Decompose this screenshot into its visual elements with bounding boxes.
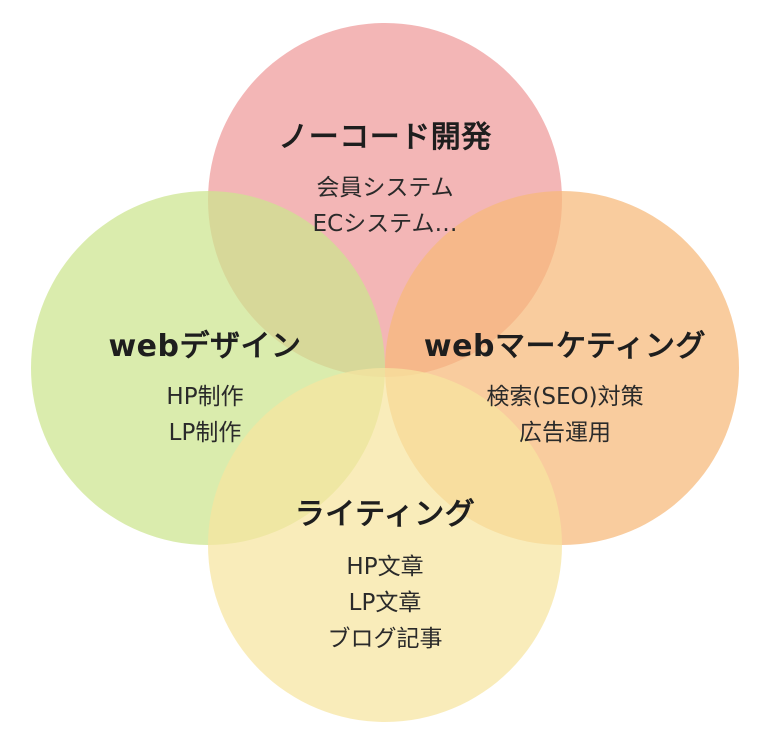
webmarketing-group: webマーケティング 検索(SEO)対策 広告運用 xyxy=(400,329,730,451)
webdesign-group: webデザイン HP制作 LP制作 xyxy=(55,329,355,451)
nocode-item: 会員システム xyxy=(316,175,454,201)
webmarketing-item: 検索(SEO)対策 xyxy=(486,384,644,410)
webmarketing-item: 広告運用 xyxy=(519,420,611,446)
circle-writing xyxy=(208,368,562,722)
nocode-group: ノーコード開発 会員システム ECシステム… xyxy=(235,120,535,242)
webdesign-item: LP制作 xyxy=(168,420,242,446)
writing-item: HP文章 xyxy=(346,554,424,580)
writing-group: ライティング HP文章 LP文章 ブログ記事 xyxy=(235,497,535,657)
writing-item: LP文章 xyxy=(348,590,422,616)
nocode-title: ノーコード開発 xyxy=(278,120,492,155)
webdesign-title: webデザイン xyxy=(108,329,302,364)
nocode-item: ECシステム… xyxy=(312,211,458,237)
writing-item: ブログ記事 xyxy=(327,626,443,652)
webmarketing-title: webマーケティング xyxy=(423,329,707,364)
writing-title: ライティング xyxy=(294,497,476,532)
webdesign-item: HP制作 xyxy=(166,384,244,410)
